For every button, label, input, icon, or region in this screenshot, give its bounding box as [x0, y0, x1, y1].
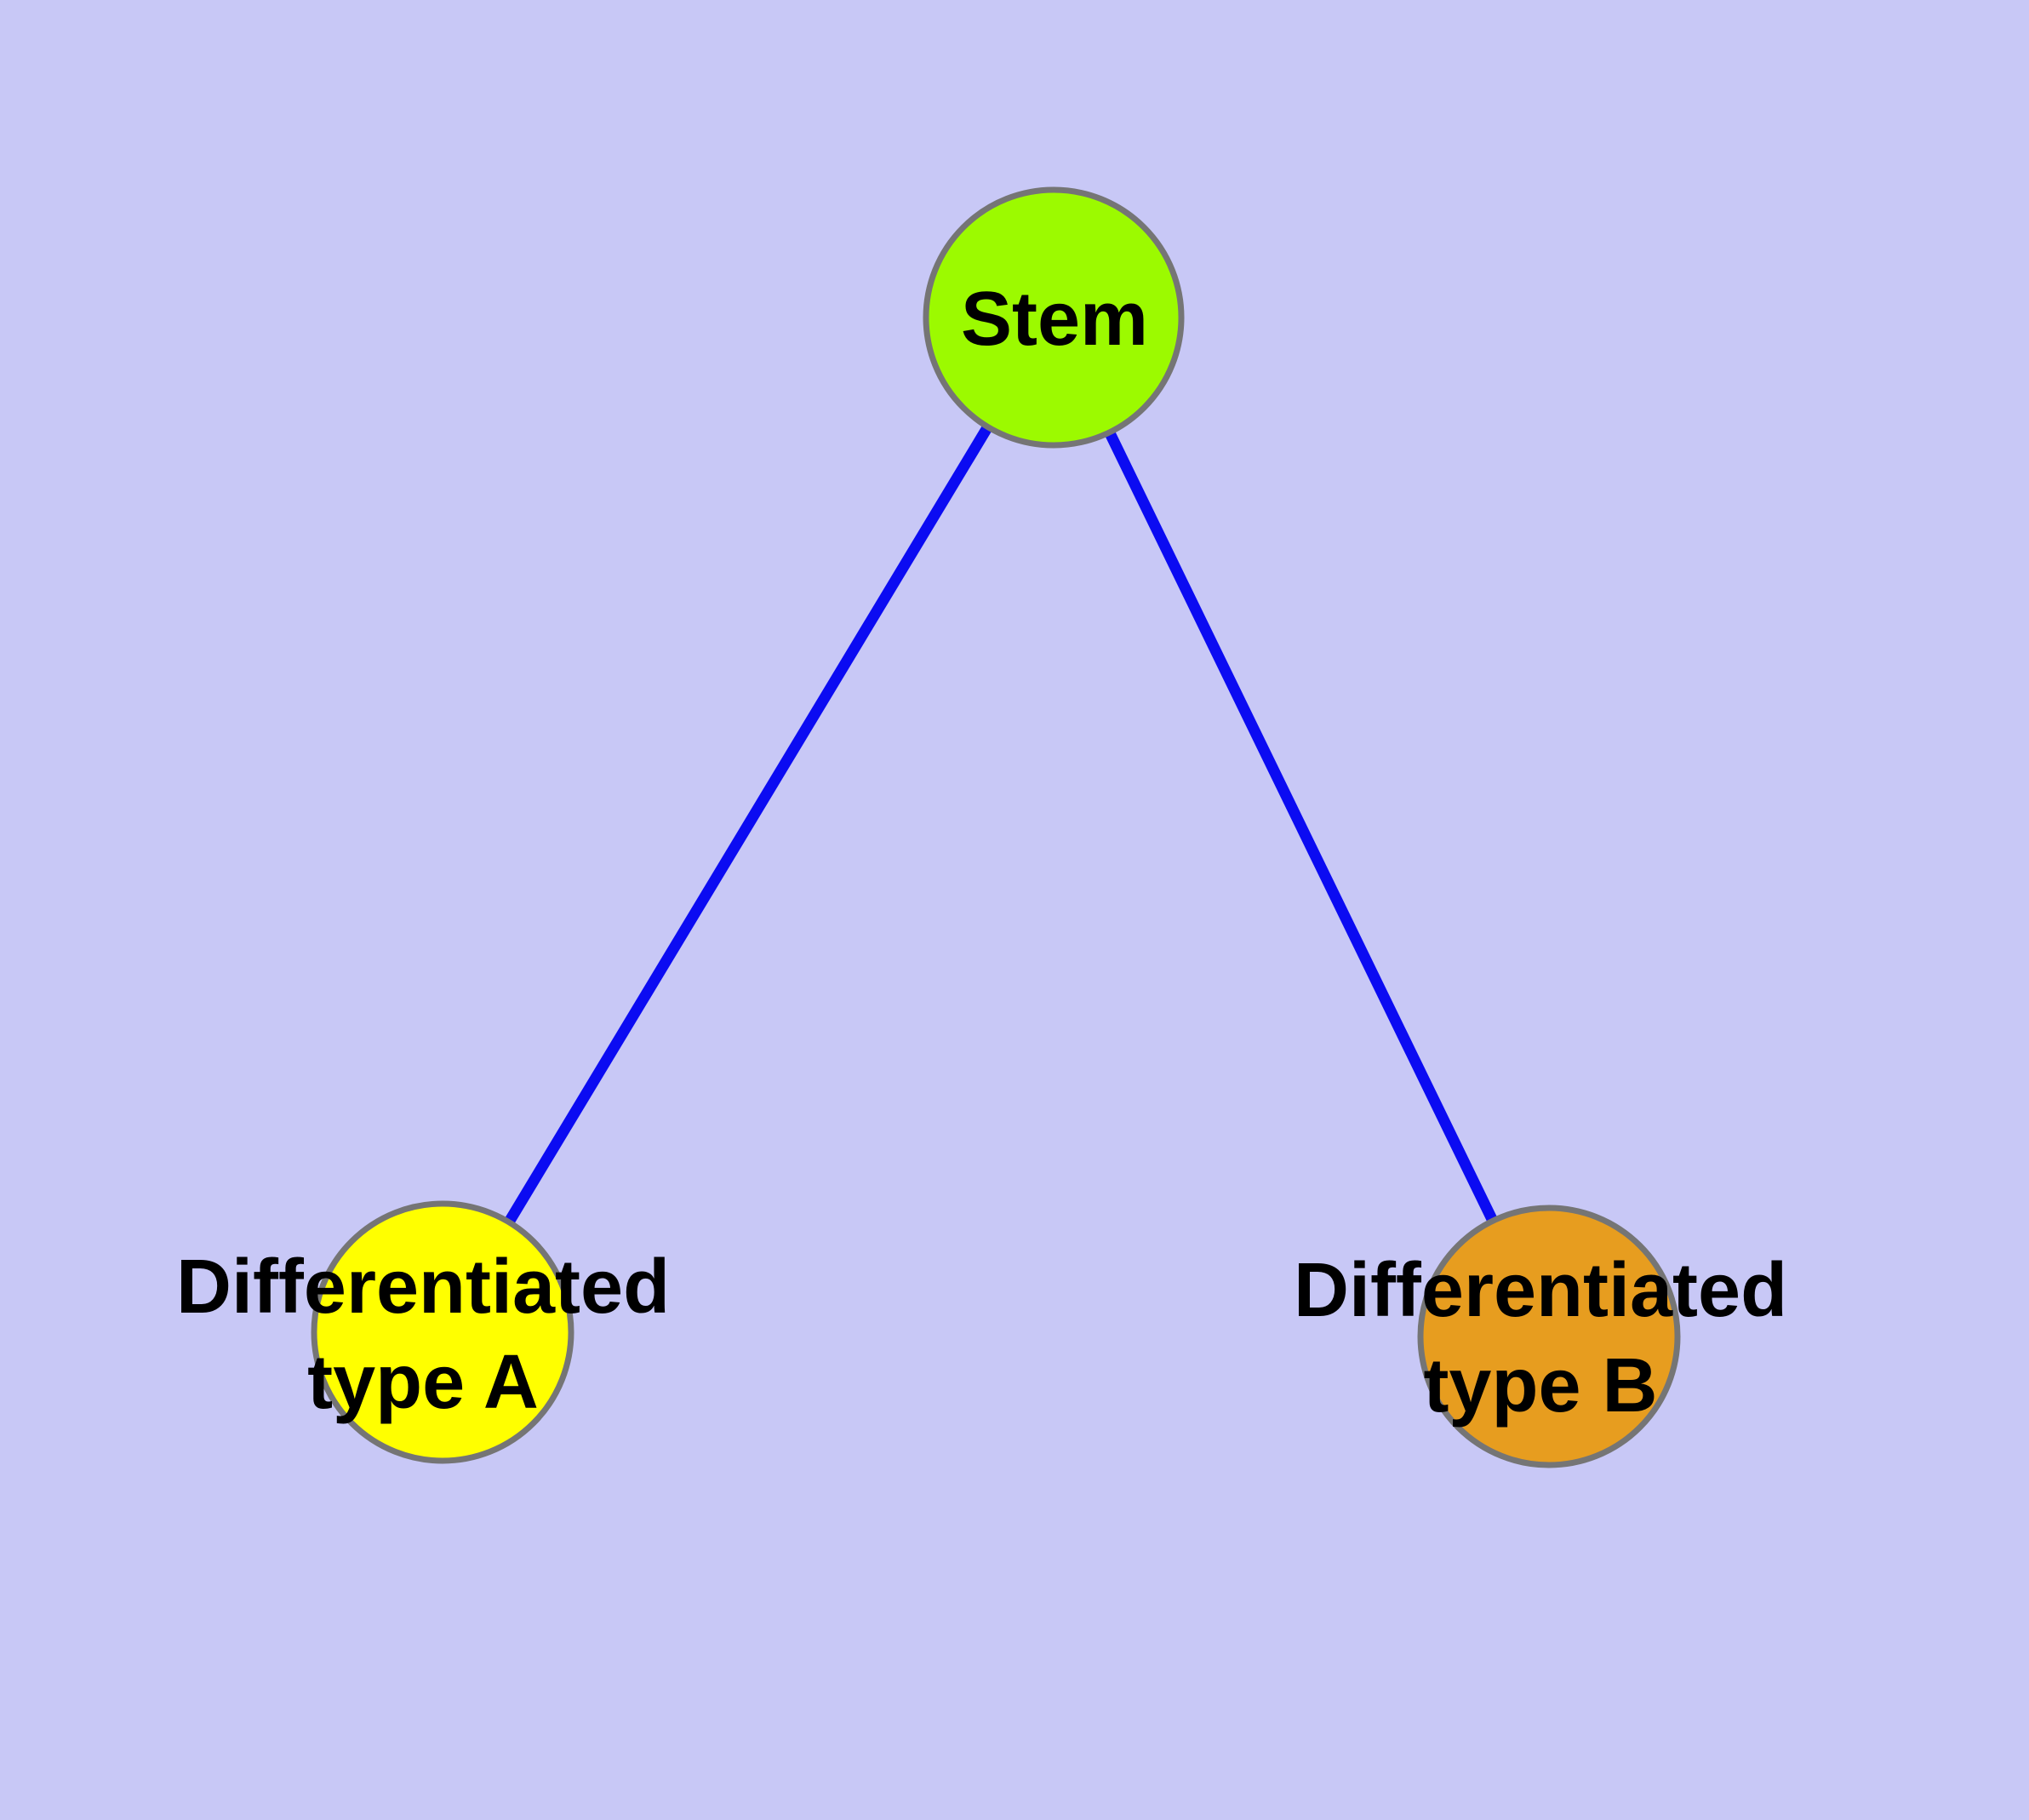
- stem-node-circle: [923, 186, 1185, 449]
- type-b-label-line1: Differentiated: [1293, 1248, 1788, 1333]
- edge-stem-to-type-a: [437, 314, 1059, 1336]
- type-a-node-circle: [311, 1200, 574, 1464]
- edge-stem-to-type-b: [1049, 315, 1554, 1339]
- type-a-label-line1: Differentiated: [175, 1245, 671, 1330]
- stem-node-label: Stem: [960, 277, 1149, 362]
- type-b-node-circle: [1417, 1205, 1681, 1468]
- type-b-label-line2: type B: [1423, 1343, 1658, 1428]
- type-b-node-label: Differentiated type B: [1294, 1243, 1787, 1434]
- type-a-label-line2: type A: [307, 1340, 539, 1425]
- type-a-node-label: Differentiated type A: [176, 1239, 670, 1430]
